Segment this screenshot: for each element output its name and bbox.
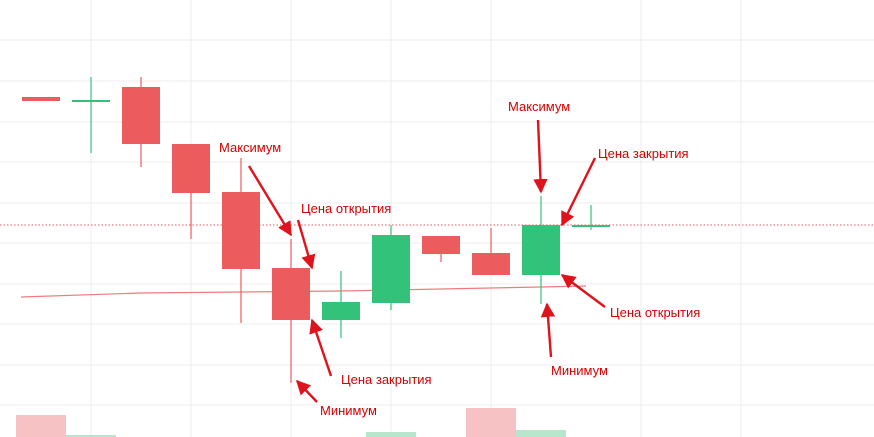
candle-body [172, 144, 210, 193]
annotation-label: Максимум [508, 99, 570, 114]
annotation-label: Цена открытия [610, 305, 700, 320]
annotation-label: Минимум [551, 363, 608, 378]
candle [372, 225, 410, 310]
annotation-arrow [296, 379, 318, 403]
candle-body [522, 225, 560, 275]
candle-body [422, 236, 460, 254]
candle-body [572, 225, 610, 227]
annotation-arrow [247, 165, 293, 237]
candle-body [322, 302, 360, 320]
annotation-arrow [309, 318, 333, 377]
volume-bar [466, 408, 516, 437]
annotation-label: Минимум [320, 403, 377, 418]
candle-body [272, 268, 310, 320]
annotation-arrow [560, 274, 606, 308]
candle-body [222, 192, 260, 269]
candle [572, 205, 610, 230]
candle-body [122, 87, 160, 144]
annotation-label: Максимум [219, 140, 281, 155]
annotations: Максимум Цена открытия Цена закрытия Мин… [219, 99, 700, 418]
annotation-arrow [560, 157, 597, 227]
candle [322, 271, 360, 338]
candle [72, 77, 110, 153]
annotation-label: Цена закрытия [598, 146, 689, 161]
candle [422, 236, 460, 262]
volume-bars [16, 408, 566, 437]
volume-bar [366, 432, 416, 437]
annotation-arrow [540, 302, 556, 358]
candle [122, 77, 160, 167]
candle [522, 196, 560, 304]
volume-bar [516, 430, 566, 437]
candle-body [72, 100, 110, 102]
volume-bar [66, 435, 116, 437]
candle-body [22, 97, 60, 101]
volume-bar [16, 415, 66, 437]
annotation-label: Цена закрытия [341, 372, 432, 387]
candle-body [472, 253, 510, 275]
candle [172, 144, 210, 239]
annotation-arrow [296, 219, 316, 270]
candle [222, 158, 260, 323]
annotation-label: Цена открытия [301, 201, 391, 216]
candles [22, 77, 610, 383]
candle [272, 239, 310, 383]
candle [472, 228, 510, 275]
annotation-arrow [533, 119, 548, 194]
candle [22, 97, 60, 101]
candle-body [372, 235, 410, 303]
